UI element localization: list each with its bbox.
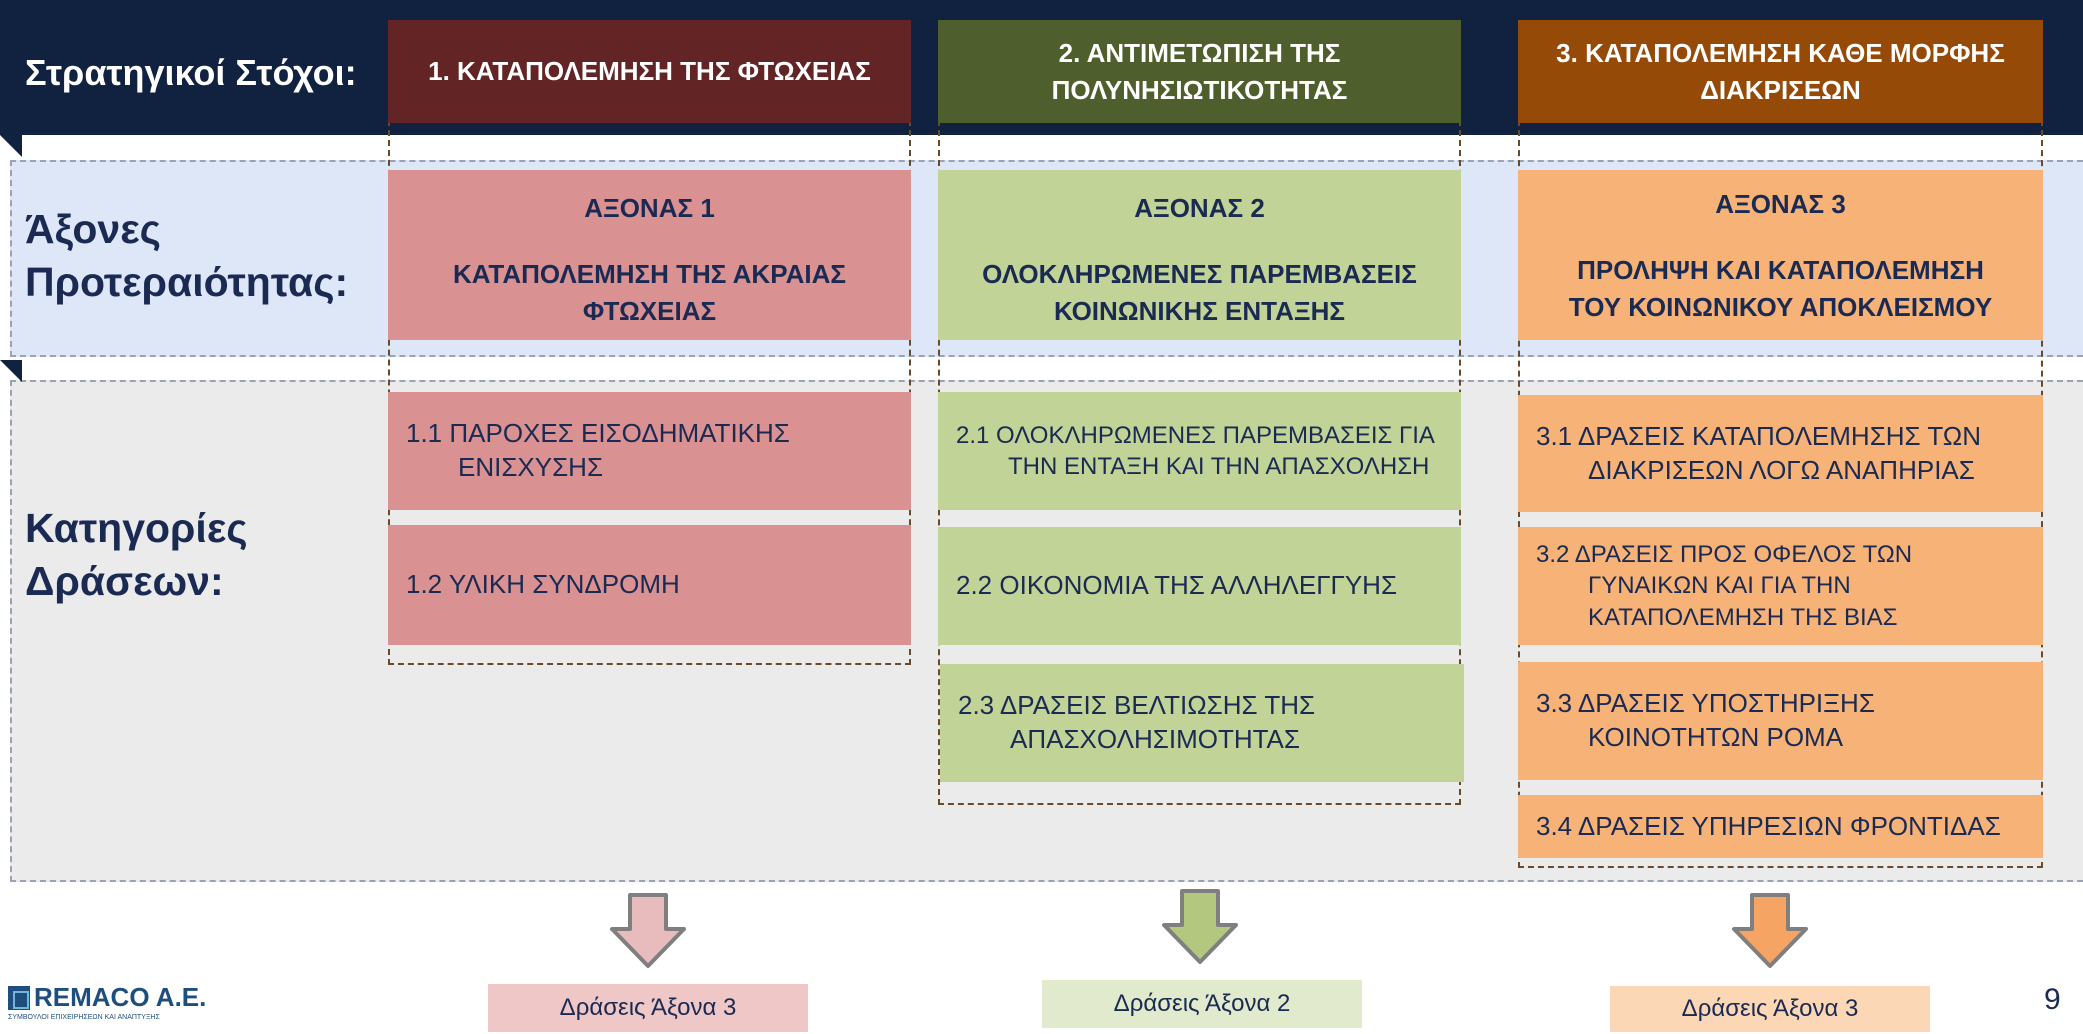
action-3-2: 3.2 ΔΡΑΣΕΙΣ ΠΡΟΣ ΟΦΕΛΟΣ ΤΩΝ ΓΥΝΑΙΚΩΝ ΚΑΙ… <box>1518 527 2043 645</box>
goals-band-notch <box>0 135 22 157</box>
action-3-3: 3.3 ΔΡΑΣΕΙΣ ΥΠΟΣΤΗΡΙΞΗΣ ΚΟΙΝΟΤΗΤΩΝ ΡΟΜΑ <box>1518 662 2043 780</box>
action-1-1-text: 1.1 ΠΑΡΟΧΕΣ ΕΙΣΟΔΗΜΑΤΙΚΗΣ ΕΝΙΣΧΥΣΗΣ <box>406 418 790 482</box>
axis-1-desc: ΚΑΤΑΠΟΛΕΜΗΣΗ ΤΗΣ ΑΚΡΑΙΑΣ ΦΤΩΧΕΙΑΣ <box>452 258 846 327</box>
company-logo: REMACO A.E. ΣΥΜΒΟΥΛΟΙ ΕΠΙΧΕΙΡΗΣΕΩΝ ΚΑΙ Α… <box>8 982 206 1021</box>
goal-1-text: 1. ΚΑΤΑΠΟΛΕΜΗΣΗ ΤΗΣ ΦΤΩΧΕΙΑΣ <box>428 56 871 87</box>
axis-3-title: ΑΞΟΝΑΣ 3 <box>1715 189 1846 219</box>
goal-2-line2: ΠΟΛΥΝΗΣΙΩΤΙΚΟΤΗΤΑΣ <box>1051 74 1348 105</box>
goal-3-line2: ΔΙΑΚΡΙΣΕΩΝ <box>1700 74 1861 105</box>
action-3-1-text: 3.1 ΔΡΑΣΕΙΣ ΚΑΤΑΠΟΛΕΜΗΣΗΣ ΤΩΝ ΔΙΑΚΡΙΣΕΩΝ… <box>1536 420 1982 485</box>
goal-2-line1: 2. ΑΝΤΙΜΕΤΩΠΙΣΗ ΤΗΣ <box>1058 38 1341 69</box>
axis-2-title: ΑΞΟΝΑΣ 2 <box>1134 193 1265 223</box>
action-3-1: 3.1 ΔΡΑΣΕΙΣ ΚΑΤΑΠΟΛΕΜΗΣΗΣ ΤΩΝ ΔΙΑΚΡΙΣΕΩΝ… <box>1518 395 2043 512</box>
axis-3-desc-line2: ΤΟΥ ΚΟΙΝΩΝΙΚΟΥ ΑΠΟΚΛΕΙΣΜΟΥ <box>1568 292 1993 323</box>
axis-2-desc: ΟΛΟΚΛΗΡΩΜΕΝΕΣ ΠΑΡΕΜΒΑΣΕΙΣ ΚΟΙΝΩΝΙΚΗΣ ΕΝΤ… <box>982 256 1417 331</box>
action-1-2: 1.2 ΥΛΙΚΗ ΣΥΝΔΡΟΜΗ <box>388 525 911 645</box>
axis-3: ΑΞΟΝΑΣ 3 ΠΡΟΛΗΨΗ ΚΑΙ ΚΑΤΑΠΟΛΕΜΗΣΗ ΤΟΥ ΚΟ… <box>1518 170 2043 340</box>
action-3-2-text: 3.2 ΔΡΑΣΕΙΣ ΠΡΟΣ ΟΦΕΛΟΣ ΤΩΝ ΓΥΝΑΙΚΩΝ ΚΑΙ… <box>1536 541 1913 631</box>
axis-3-desc-line1: ΠΡΟΛΗΨΗ ΚΑΙ ΚΑΤΑΠΟΛΕΜΗΣΗ <box>1577 254 1984 285</box>
goal-1: 1. ΚΑΤΑΠΟΛΕΜΗΣΗ ΤΗΣ ΦΤΩΧΕΙΑΣ <box>388 20 911 123</box>
action-2-2-text: 2.2 ΟΙΚΟΝΟΜΙΑ ΤΗΣ ΑΛΛΗΛΕΓΓΥΗΣ <box>956 570 1398 601</box>
logo-mark-icon <box>8 985 30 1010</box>
logo-subtitle: ΣΥΜΒΟΥΛΟΙ ΕΠΙΧΕΙΡΗΣΕΩΝ ΚΑΙ ΑΝΑΠΤΥΞΗΣ <box>8 1014 160 1021</box>
goal-2: 2. ΑΝΤΙΜΕΤΩΠΙΣΗ ΤΗΣ ΠΟΛΥΝΗΣΙΩΤΙΚΟΤΗΤΑΣ <box>938 20 1461 123</box>
down-arrow-2-icon <box>1162 889 1238 964</box>
bottom-box-3-text: Δράσεις Άξονα 3 <box>1681 995 1859 1022</box>
action-3-4: 3.4 ΔΡΑΣΕΙΣ ΥΠΗΡΕΣΙΩΝ ΦΡΟΝΤΙΔΑΣ <box>1518 795 2043 858</box>
bottom-box-2-text: Δράσεις Άξονα 2 <box>1113 990 1291 1017</box>
down-arrow-1-icon <box>610 893 686 968</box>
logo-text: REMACO A.E. <box>34 982 207 1012</box>
actions-row-label-line2: Δράσεων: <box>25 558 224 605</box>
action-1-1: 1.1 ΠΑΡΟΧΕΣ ΕΙΣΟΔΗΜΑΤΙΚΗΣ ΕΝΙΣΧΥΣΗΣ <box>388 392 911 510</box>
action-2-1: 2.1 ΟΛΟΚΛΗΡΩΜΕΝΕΣ ΠΑΡΕΜΒΑΣΕΙΣ ΓΙΑ ΤΗΝ ΕΝ… <box>938 392 1461 510</box>
goals-row-label: Στρατηγικοί Στόχοι: <box>25 52 357 93</box>
goal-3-text: 3. ΚΑΤΑΠΟΛΕΜΗΣΗ ΚΑΘΕ ΜΟΡΦΗΣ ΔΙΑΚΡΙΣΕΩΝ <box>1556 35 2005 108</box>
axis-1: ΑΞΟΝΑΣ 1 ΚΑΤΑΠΟΛΕΜΗΣΗ ΤΗΣ ΑΚΡΑΙΑΣ ΦΤΩΧΕΙ… <box>388 170 911 340</box>
axis-2: ΑΞΟΝΑΣ 2 ΟΛΟΚΛΗΡΩΜΕΝΕΣ ΠΑΡΕΜΒΑΣΕΙΣ ΚΟΙΝΩ… <box>938 170 1461 340</box>
goal-3: 3. ΚΑΤΑΠΟΛΕΜΗΣΗ ΚΑΘΕ ΜΟΡΦΗΣ ΔΙΑΚΡΙΣΕΩΝ <box>1518 20 2043 123</box>
bottom-box-1: Δράσεις Άξονα 3 <box>488 984 808 1032</box>
action-2-3: 2.3 ΔΡΑΣΕΙΣ ΒΕΛΤΙΩΣΗΣ ΤΗΣ ΑΠΑΣΧΟΛΗΣΙΜΟΤΗ… <box>940 664 1464 782</box>
action-3-3-text: 3.3 ΔΡΑΣΕΙΣ ΥΠΟΣΤΗΡΙΞΗΣ ΚΟΙΝΟΤΗΤΩΝ ΡΟΜΑ <box>1536 688 1875 752</box>
action-2-2: 2.2 ΟΙΚΟΝΟΜΙΑ ΤΗΣ ΑΛΛΗΛΕΓΓΥΗΣ <box>938 527 1461 645</box>
axes-row-label-line1: Άξονες <box>25 206 161 252</box>
page-number: 9 <box>2044 983 2061 1016</box>
axes-row-label-line2: Προτεραιότητας: <box>25 259 349 306</box>
axis-3-desc: ΠΡΟΛΗΨΗ ΚΑΙ ΚΑΤΑΠΟΛΕΜΗΣΗ ΤΟΥ ΚΟΙΝΩΝΙΚΟΥ … <box>1569 252 1992 327</box>
action-2-3-text: 2.3 ΔΡΑΣΕΙΣ ΒΕΛΤΙΩΣΗΣ ΤΗΣ ΑΠΑΣΧΟΛΗΣΙΜΟΤΗ… <box>958 690 1316 754</box>
axes-band-notch <box>0 360 22 382</box>
bottom-box-3: Δράσεις Άξονα 3 <box>1610 986 1930 1032</box>
axes-row-label: Άξονες Προτεραιότητας: <box>25 203 348 310</box>
goal-3-line1: 3. ΚΑΤΑΠΟΛΕΜΗΣΗ ΚΑΘΕ ΜΟΡΦΗΣ <box>1556 38 2005 69</box>
action-1-2-text: 1.2 ΥΛΙΚΗ ΣΥΝΔΡΟΜΗ <box>406 569 680 600</box>
actions-row-label: Κατηγορίες Δράσεων: <box>25 502 248 609</box>
axis-2-desc-line2: ΚΟΙΝΩΝΙΚΗΣ ΕΝΤΑΞΗΣ <box>1053 296 1345 327</box>
bottom-box-1-text: Δράσεις Άξονα 3 <box>559 994 737 1021</box>
down-arrow-3-icon <box>1732 893 1808 968</box>
action-3-4-text: 3.4 ΔΡΑΣΕΙΣ ΥΠΗΡΕΣΙΩΝ ΦΡΟΝΤΙΔΑΣ <box>1536 810 2001 841</box>
axis-2-desc-line1: ΟΛΟΚΛΗΡΩΜΕΝΕΣ ΠΑΡΕΜΒΑΣΕΙΣ <box>982 258 1417 289</box>
axis-1-title: ΑΞΟΝΑΣ 1 <box>584 193 715 223</box>
goal-2-text: 2. ΑΝΤΙΜΕΤΩΠΙΣΗ ΤΗΣ ΠΟΛΥΝΗΣΙΩΤΙΚΟΤΗΤΑΣ <box>1052 35 1348 108</box>
bottom-box-2: Δράσεις Άξονα 2 <box>1042 980 1362 1028</box>
actions-row-label-line1: Κατηγορίες <box>25 505 248 551</box>
action-2-1-text: 2.1 ΟΛΟΚΛΗΡΩΜΕΝΕΣ ΠΑΡΕΜΒΑΣΕΙΣ ΓΙΑ ΤΗΝ ΕΝ… <box>956 421 1434 480</box>
